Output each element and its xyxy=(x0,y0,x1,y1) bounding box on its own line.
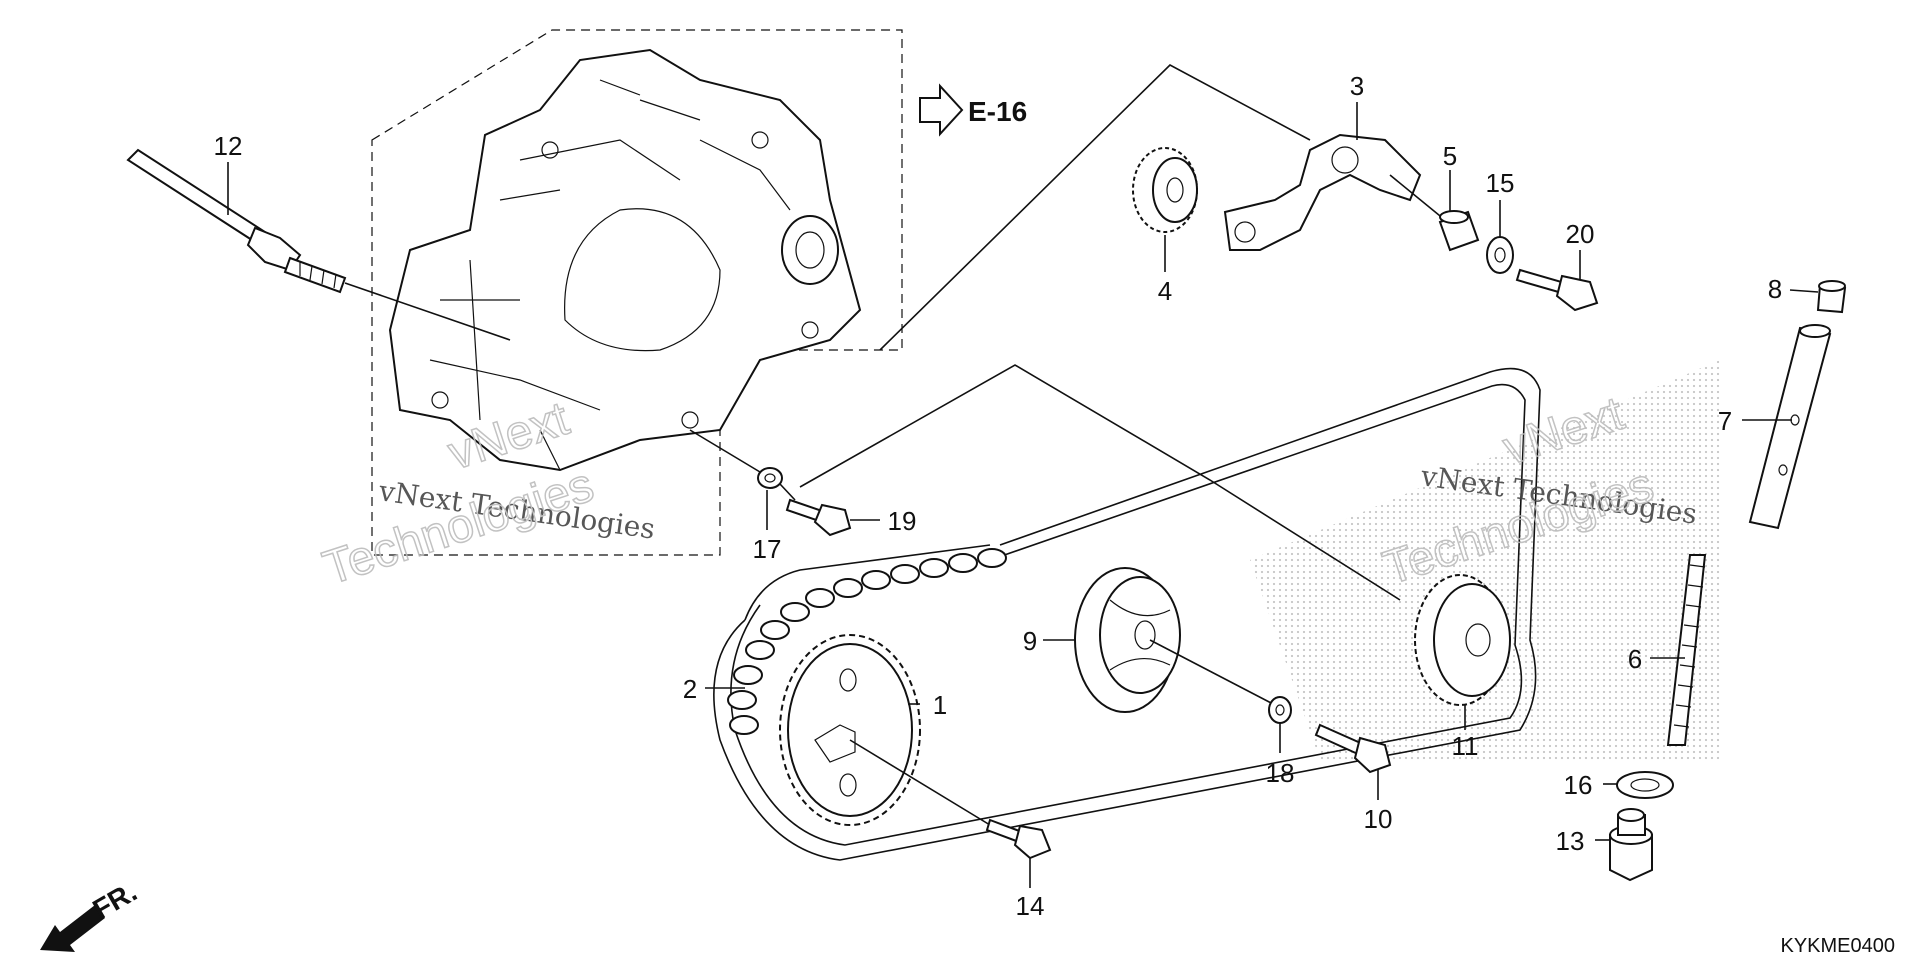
leader-3-install xyxy=(1389,174,1446,221)
leader-18-install xyxy=(1149,639,1276,706)
callout-2[interactable]: 2 xyxy=(683,674,697,704)
leader-chain-install xyxy=(799,364,1401,601)
callout-7[interactable]: 7 xyxy=(1718,406,1732,436)
callout-20[interactable]: 20 xyxy=(1566,219,1595,249)
callout-14[interactable]: 14 xyxy=(1016,891,1045,921)
part-5-collar xyxy=(1438,210,1480,252)
callout-8[interactable]: 8 xyxy=(1768,274,1782,304)
crankcase-seal-inner xyxy=(795,231,825,269)
part-2-cam-chain xyxy=(713,367,1541,861)
callout-17[interactable]: 17 xyxy=(753,534,782,564)
part-9-guide-roller xyxy=(1074,567,1181,713)
crankcase-seal xyxy=(781,215,839,285)
part-18-washer xyxy=(1268,696,1292,724)
part-12-stud xyxy=(126,148,347,294)
part-11-cam-sprocket xyxy=(1414,574,1511,706)
front-direction-indicator: FR. xyxy=(40,876,142,952)
reference-label: E-16 xyxy=(968,96,1027,127)
callout-19[interactable]: 19 xyxy=(888,506,917,536)
callout-5[interactable]: 5 xyxy=(1443,141,1457,171)
part-17-hole xyxy=(764,473,776,483)
callout-3[interactable]: 3 xyxy=(1350,71,1364,101)
callout-9[interactable]: 9 xyxy=(1023,626,1037,656)
diagram-code: KYKME0400 xyxy=(1780,935,1895,957)
callout-12[interactable]: 12 xyxy=(214,131,243,161)
part-19-bolt xyxy=(785,498,852,537)
callout-16[interactable]: 16 xyxy=(1564,770,1593,800)
hollow-arrow-icon xyxy=(919,83,964,137)
part-1-sprocket xyxy=(779,634,921,826)
crankcase-hole-1 xyxy=(541,141,559,159)
crankcase-hole-5 xyxy=(801,321,819,339)
callout-13[interactable]: 13 xyxy=(1556,826,1585,856)
reference-arrow[interactable]: E-16 xyxy=(919,83,1027,137)
crankcase-hole-3 xyxy=(431,391,449,409)
callout-18[interactable]: 18 xyxy=(1266,758,1295,788)
part-4-roller xyxy=(1132,147,1198,233)
leader-17-install xyxy=(689,429,761,473)
part-6-spring xyxy=(1666,554,1707,746)
leader-19-install xyxy=(779,483,796,501)
part-10-bolt xyxy=(1314,723,1392,774)
callout-11[interactable]: 11 xyxy=(1452,731,1479,761)
leader-12-install xyxy=(344,282,511,341)
callout-1[interactable]: 1 xyxy=(933,690,947,720)
callout-leaders xyxy=(227,102,1819,888)
crankcase-bore xyxy=(564,208,721,352)
part-3-tensioner-arm xyxy=(1223,133,1422,251)
crankcase-body xyxy=(388,48,862,472)
callout-10[interactable]: 10 xyxy=(1364,804,1393,834)
crankcase-hole-2 xyxy=(751,131,769,149)
leader-14-install xyxy=(849,739,991,826)
callout-6[interactable]: 6 xyxy=(1628,644,1642,674)
crankcase-hole-4 xyxy=(681,411,699,429)
part-17-washer xyxy=(757,467,783,489)
part-8-cap xyxy=(1816,280,1847,314)
chain-links xyxy=(727,548,1007,735)
callout-4[interactable]: 4 xyxy=(1158,276,1172,306)
leader-tensioner-install xyxy=(879,64,1311,351)
front-arrow-icon xyxy=(40,905,105,952)
callouts: 1 2 3 4 5 6 7 8 9 10 11 12 13 14 15 16 1… xyxy=(214,71,1783,921)
part-16-washer xyxy=(1616,771,1674,799)
part-7-tensioner-sleeve xyxy=(1748,324,1832,530)
part-13-plug-bolt xyxy=(1609,808,1653,882)
part-20-bolt xyxy=(1515,268,1599,312)
crankcase-ribs xyxy=(429,79,791,471)
crankcase-group xyxy=(371,29,903,556)
part-14-bolt xyxy=(985,818,1052,860)
watermark-dot-field xyxy=(1250,360,1720,760)
part-15-washer xyxy=(1486,236,1514,274)
callout-15[interactable]: 15 xyxy=(1486,168,1515,198)
